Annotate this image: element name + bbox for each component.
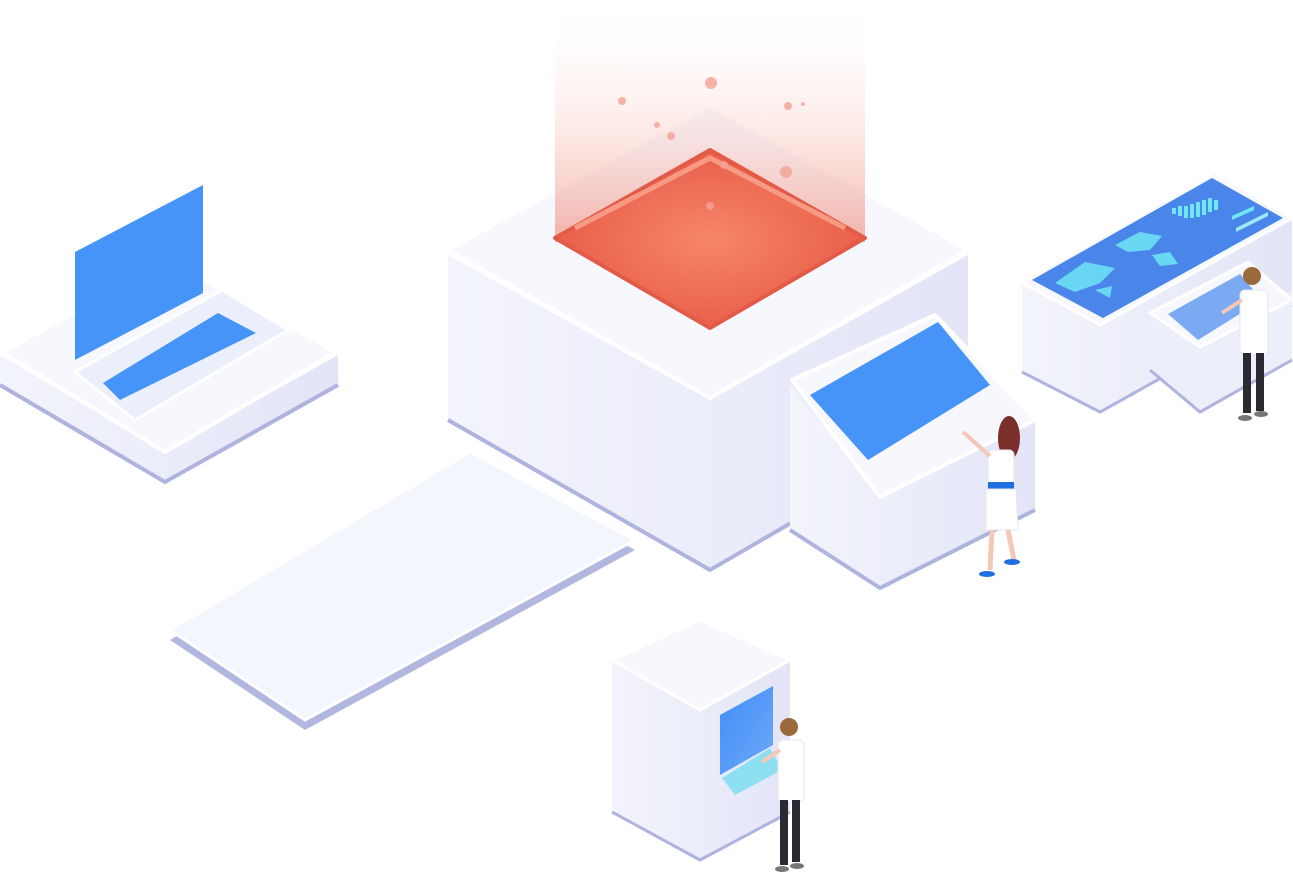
laptop-platform xyxy=(0,185,339,485)
laptop-keyboard xyxy=(103,313,256,400)
control-kiosk xyxy=(788,313,1037,591)
particles xyxy=(618,77,805,210)
dashboard-table xyxy=(1018,170,1293,414)
bar-chart-icon xyxy=(1172,198,1218,218)
person-man-dashboard xyxy=(1220,267,1269,421)
tablet-screen xyxy=(1168,274,1262,340)
terminal-screen xyxy=(720,686,773,775)
person-woman-kiosk xyxy=(961,416,1020,577)
world-map xyxy=(1055,232,1178,298)
kiosk-screen xyxy=(810,322,990,460)
laptop-screen xyxy=(75,185,203,360)
red-core xyxy=(553,148,867,330)
long-slab xyxy=(167,450,639,730)
terminal-cabinet xyxy=(608,618,794,862)
person-woman-terminal xyxy=(760,718,805,872)
